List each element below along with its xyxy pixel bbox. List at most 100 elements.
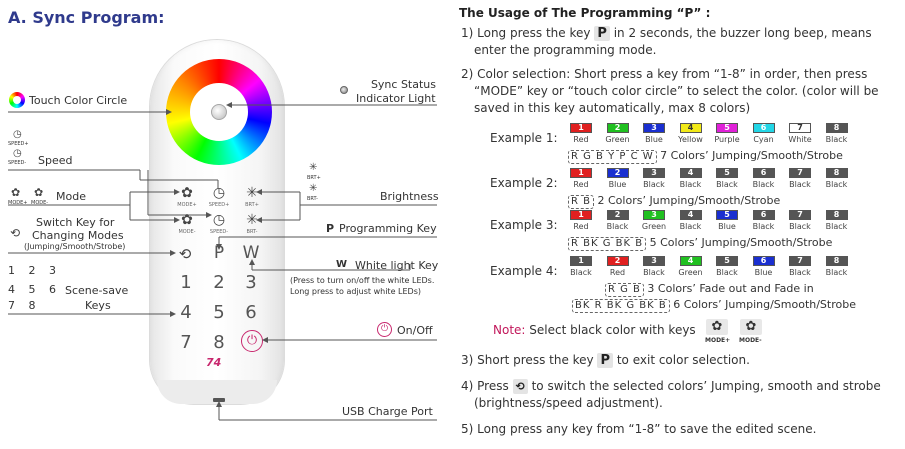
step-3-text-b: to exit color selection. [616,353,750,367]
example-desc: 6 Colors’ Jumping/Smooth/Strobe [673,298,856,311]
switch-key-label-3: (Jumping/Smooth/Strobe) [24,242,126,251]
mode-plus-label: MODE+ [177,202,197,208]
color-swatch: 1 [570,168,592,178]
color-swatch: 6 [752,256,775,266]
speed-minus-icon[interactable]: ◷ [212,212,226,228]
example-desc: 3 Colors’ Fade out and Fade in [647,282,814,295]
mode-plus-icon[interactable]: ✿ [181,185,193,201]
example-label: Example 4: [490,264,558,278]
color-name: Blue [754,268,773,277]
step-3-text-a: 3) Short press the key [461,353,594,367]
key-8[interactable]: 8 [213,332,225,353]
example-label: Example 1: [490,131,558,145]
key-3[interactable]: 3 [245,272,257,293]
cycle-icon[interactable]: ⟲ [178,245,192,263]
brt-minus-label: BRT- [246,229,258,235]
key-1[interactable]: 1 [180,272,192,293]
color-name: Black [752,222,775,231]
flower-icon: ✿ [34,186,44,199]
example-desc: 2 Colors’ Jumping/Smooth/Strobe [597,194,781,207]
white-w-glyph: W [336,259,348,270]
programming-key-label: Programming Key [339,222,437,235]
step-2-line-1: 2) Color selection: Short press a key fr… [461,67,868,81]
speed-label: Speed [38,154,73,167]
color-code-sequence: R G B [605,283,644,297]
key-4[interactable]: 4 [180,302,192,323]
brt-plus-small: BRT+ [307,175,321,181]
brt-minus-small: BRT- [307,196,318,202]
color-swatch: 6 [752,168,775,178]
example-label: Example 3: [490,218,558,232]
speed-minus-label: SPEED- [209,229,229,235]
brightness-plus-icon[interactable]: ✳ [246,185,258,201]
mode-minus-icon[interactable]: ✿ [181,212,193,228]
scene-num: 2 [28,264,36,277]
color-swatch: 2 [606,210,629,220]
scene-nums-row3: 7 8 [8,299,36,312]
color-name: Blue [718,222,736,231]
scene-num: 5 [28,283,36,296]
power-icon[interactable]: ⏻ [241,330,263,352]
key-6[interactable]: 6 [245,302,257,323]
speed-plus-small: SPEED+ [8,141,29,147]
white-light-key-label: White light Key [355,259,439,272]
cycle-icon: ⟲ [512,379,528,394]
mode-plus-small: MODE+ [8,200,28,206]
note-mode-plus: MODE+ [705,337,731,344]
color-swatch: 7 [789,168,811,178]
p-key-badge: P [597,353,614,368]
color-swatch: 2 [606,168,629,178]
step-1-text-b: in 2 seconds, the buzzer long beep, mean… [613,26,872,40]
key-5[interactable]: 5 [213,302,225,323]
color-name: Black [825,222,848,231]
power-icon: ⏻ [377,322,392,337]
color-swatch: 5 [716,210,738,220]
on-off-label: On/Off [397,324,433,337]
color-name: Green [678,268,703,277]
usb-charge-port-label: USB Charge Port [342,405,433,418]
scene-nums-row2: 4 5 6 [8,283,56,296]
switch-key-label-2: Changing Modes [32,229,124,242]
brightness-minus-icon[interactable]: ✳ [246,212,258,228]
color-swatch: 2 [606,123,629,133]
step-2-line-2: “MODE” key or “touch color circle” to se… [474,84,879,98]
color-swatch: 1 [570,210,592,220]
color-name: Blue [608,180,627,189]
color-swatch: 3 [643,256,665,266]
color-name: Black [789,222,811,231]
mode-minus-label: MODE- [178,229,196,235]
example-desc: 7 Colors’ Jumping/Smooth/Strobe [660,149,843,162]
color-name: Red [609,268,626,277]
color-code-sequence: R G B Y P C W [568,150,657,164]
sync-indicator-led [211,104,227,120]
example-result: R G B 3 Colors’ Fade out and Fade in [605,282,814,297]
key-7[interactable]: 7 [180,332,192,353]
color-swatch: 3 [643,210,665,220]
color-swatch: 7 [789,123,811,133]
color-swatch: 8 [825,210,848,220]
color-name: Black [752,180,775,189]
p-key-badge: P [594,26,610,41]
mode-minus-icon: ✿ [740,319,762,335]
color-swatch: 8 [825,256,848,266]
color-swatch: 4 [679,168,702,178]
step-3: 3) Short press the key P to exit color s… [461,352,750,368]
key-w[interactable]: W [242,243,260,263]
color-swatch: 5 [716,256,738,266]
scene-num: 6 [49,283,56,296]
step-4-text-a: 4) Press [461,379,509,393]
color-name: Black [789,268,811,277]
speed-plus-icon[interactable]: ◷ [212,185,226,201]
white-note-1: (Press to turn on/off the white LEDs. [290,276,435,285]
color-name: Cyan [753,135,774,144]
color-swatch: 1 [570,123,592,133]
key-2[interactable]: 2 [213,272,225,293]
section-title: A. Sync Program: [8,8,165,27]
color-swatch: 4 [679,123,702,133]
led-dot-icon [340,86,348,94]
speed-plus-label: SPEED+ [208,202,230,208]
clock-icon: ◷ [13,148,22,159]
key-p[interactable]: P [213,243,225,263]
color-name: Black [789,180,811,189]
sun-icon: ✳ [309,183,318,194]
